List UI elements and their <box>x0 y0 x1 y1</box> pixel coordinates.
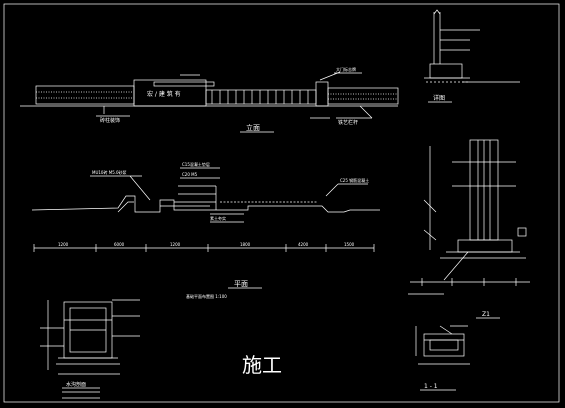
plan-subtitle: 基础平面布置图 1:100 <box>186 293 227 299</box>
elevation-note-left: 砖柱装饰 <box>100 117 120 124</box>
detail-a-view: 详图 <box>424 9 520 103</box>
section-1-1-view: 1 - 1 <box>415 325 470 391</box>
section-title: 1 - 1 <box>424 383 438 390</box>
plan-dim-0: 1200 <box>58 242 69 247</box>
plan-note-0: MU10砖 M5.0砂浆 <box>92 169 127 175</box>
elevation-note-right: 铁艺栏杆 <box>338 119 358 126</box>
plan-view: MU10砖 M5.0砂浆 C15混凝土垫层 C20 M5 素土夯实 C25 钢筋… <box>31 161 380 299</box>
elevation-view: 宏 / 建 筑 有 砖柱装饰 铁艺栏杆 大门标志牌 立面 <box>20 66 399 133</box>
column-z1-title: Z1 <box>482 311 490 318</box>
pit-title: 水沟剖面 <box>66 381 86 388</box>
detail-a-title: 详图 <box>433 94 445 102</box>
plan-note-1: C15混凝土垫层 <box>182 161 210 167</box>
plan-dim-3: 1800 <box>240 242 251 247</box>
plan-dim-2: 1200 <box>170 242 181 247</box>
plan-dim-4: 4200 <box>298 242 309 247</box>
pit-view: 水沟剖面 <box>40 299 140 399</box>
elevation-note-top: 大门标志牌 <box>336 66 356 72</box>
plan-note-3: 素土夯实 <box>210 215 226 221</box>
plan-dim-5: 1500 <box>344 242 355 247</box>
plan-note-4: C25 钢筋混凝土 <box>340 177 369 183</box>
sheet-border <box>3 3 560 403</box>
plan-title: 平面 <box>234 280 248 288</box>
column-z1-view: Z1 <box>408 139 530 319</box>
plan-dim-1: 6000 <box>114 242 125 247</box>
elevation-title: 立面 <box>246 123 260 132</box>
gate-sign-text: 宏 / 建 筑 有 <box>147 90 181 98</box>
construction-stamp: 施工 <box>242 353 282 377</box>
plan-note-2: C20 M5 <box>182 172 198 177</box>
